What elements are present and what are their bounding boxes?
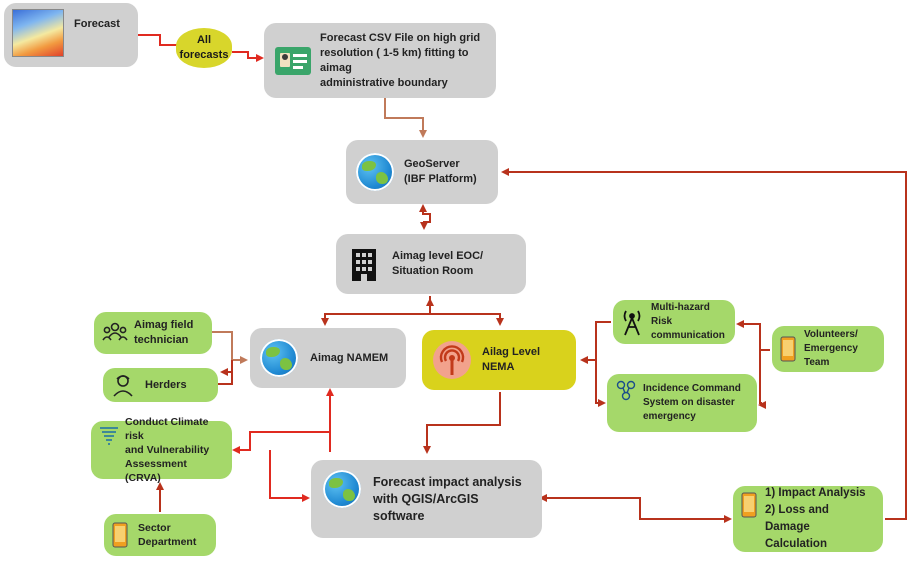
group-people-icon — [102, 321, 128, 345]
arrow-loss-to-geoserver — [501, 168, 907, 520]
arrow-volunteers-mhrisk — [736, 320, 770, 351]
geoserver-label: GeoServer (IBF Platform) — [404, 158, 477, 185]
sector-department-label: Sector Department — [138, 522, 197, 548]
multi-hazard-risk-label: Multi-hazard Risk communication — [651, 302, 725, 341]
arrow-namem-to-crva — [232, 431, 330, 454]
node-impact-analysis: Forecast impact analysis with QGIS/ArcGI… — [311, 460, 542, 538]
arrow-impact-loss — [539, 494, 732, 523]
weather-map-icon — [12, 9, 64, 57]
arrow-csv-to-geoserver — [384, 98, 427, 138]
network-people-icon — [615, 380, 637, 402]
globe-icon — [356, 153, 394, 191]
node-csv: Forecast CSV File on high grid resolutio… — [264, 23, 496, 98]
node-nema: Ailag Level NEMA — [422, 330, 576, 390]
phone-icon — [780, 336, 796, 362]
node-volunteers: Volunteers/ Emergency Team — [772, 326, 884, 372]
impact-analysis-label: Forecast impact analysis with QGIS/ArcGI… — [373, 474, 522, 523]
node-loss-damage: 1) Impact Analysis 2) Loss and Damage Ca… — [733, 486, 883, 552]
loss-damage-label: 1) Impact Analysis 2) Loss and Damage Ca… — [765, 487, 866, 550]
arrow-forecast-to-csv — [138, 34, 262, 58]
ics-label: Incidence Command System on disaster eme… — [643, 383, 741, 422]
csv-label: Forecast CSV File on high grid resolutio… — [320, 31, 481, 89]
field-technician-label: Aimag field technician — [134, 319, 194, 346]
node-field-technician: Aimag field technician — [94, 312, 212, 354]
arrow-red-to-impact — [269, 450, 310, 502]
volunteers-label: Volunteers/ Emergency Team — [804, 329, 858, 368]
node-eoc: Aimag level EOC/ Situation Room — [336, 234, 526, 294]
arrow-eoc-to-nema — [430, 313, 504, 326]
arrow-volunteers-ics — [759, 350, 762, 404]
node-namem: Aimag NAMEM — [250, 328, 406, 388]
arrow-nema-to-impact — [423, 392, 501, 454]
all-forecasts-label: All forecasts — [179, 34, 229, 61]
eoc-label: Aimag level EOC/ Situation Room — [392, 250, 484, 277]
broadcast-tower-icon — [432, 340, 472, 380]
forecast-label: Forecast — [74, 18, 120, 30]
phone-icon — [112, 522, 128, 548]
node-multi-hazard-risk: Multi-hazard Risk communication — [613, 300, 735, 344]
arrow-nema-ics — [595, 360, 606, 407]
id-card-icon — [274, 45, 312, 77]
arrow-mhrisk-nema — [580, 321, 611, 364]
globe-icon — [260, 339, 298, 377]
badge-all-forecasts: All forecasts — [176, 28, 232, 68]
node-ics: Incidence Command System on disaster eme… — [607, 374, 757, 432]
arrow-geoserver-eoc — [419, 204, 431, 230]
arrow-eoc-to-namem — [321, 296, 431, 326]
person-icon — [111, 373, 135, 397]
phone-icon — [741, 492, 757, 518]
node-herders: Herders — [103, 368, 218, 402]
node-geoserver: GeoServer (IBF Platform) — [346, 140, 498, 204]
globe-icon — [323, 470, 361, 508]
crva-label: Conduct Climate risk and Vulnerability A… — [125, 416, 210, 484]
herders-label: Herders — [145, 378, 187, 391]
arrow-herders-namem — [218, 360, 233, 385]
namem-label: Aimag NAMEM — [310, 351, 389, 364]
nema-label: Ailag Level NEMA — [482, 346, 541, 373]
node-crva: Conduct Climate risk and Vulnerability A… — [91, 416, 232, 484]
arrow-fieldtech-namem — [212, 331, 248, 364]
tornado-icon — [99, 425, 119, 447]
arrow-to-ics — [758, 401, 766, 409]
antenna-icon — [621, 308, 643, 336]
node-sector-department: Sector Department — [104, 514, 216, 556]
building-icon — [350, 247, 378, 281]
node-forecast: Forecast — [4, 3, 138, 67]
